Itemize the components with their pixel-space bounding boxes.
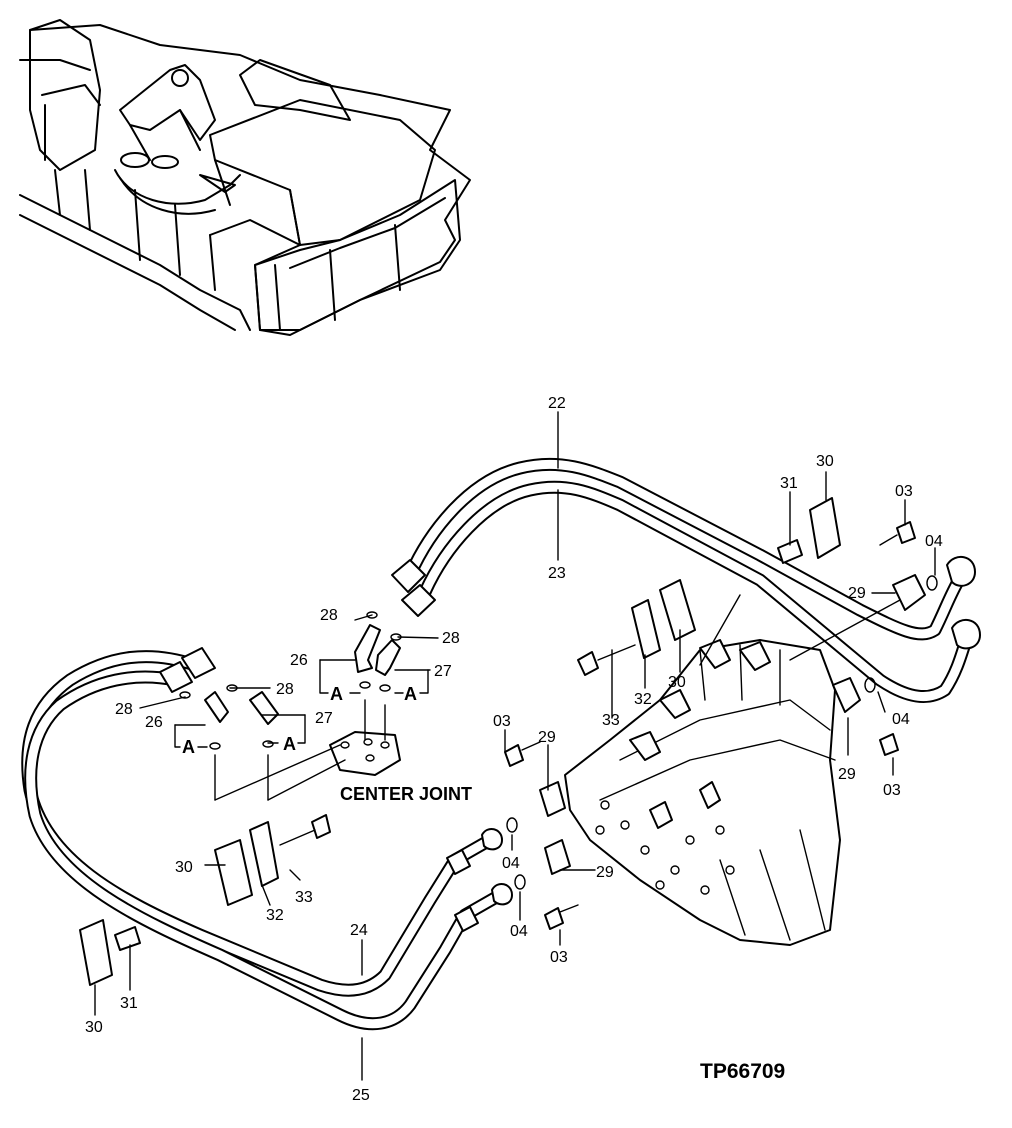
machine-upperstructure	[19, 19, 471, 336]
callout-31-left: 31	[120, 995, 138, 1012]
callout-27-b: 27	[315, 710, 333, 727]
callout-brackets	[174, 659, 431, 748]
hose-fittings-upper	[391, 556, 981, 650]
callout-31-top: 31	[780, 475, 798, 492]
callout-03-left: 03	[493, 713, 511, 730]
callout-33-mid: 33	[602, 712, 620, 729]
callout-30-bottom: 30	[85, 1019, 103, 1036]
center-joint-label: CENTER JOINT	[340, 784, 472, 804]
callout-28-a: 28	[320, 607, 338, 624]
callout-23: 23	[548, 565, 566, 582]
callout-32-mid: 32	[634, 691, 652, 708]
hose-22	[403, 457, 967, 641]
callout-30-left: 30	[175, 859, 193, 876]
callout-03-right: 03	[883, 782, 901, 799]
callout-27-a: 27	[434, 663, 452, 680]
hose-25	[24, 670, 507, 1031]
callout-24: 24	[350, 922, 368, 939]
callout-30-mid: 30	[668, 674, 686, 691]
callout-04-right: 04	[892, 711, 910, 728]
callout-28-c: 28	[276, 681, 294, 698]
callout-labels: 22 23 30 31 03 04 29 28 28 26 27 28 28 2…	[85, 395, 943, 1104]
callout-28-d: 28	[115, 701, 133, 718]
callout-03-top: 03	[895, 483, 913, 500]
callout-29-lower: 29	[596, 864, 614, 881]
callout-22: 22	[548, 395, 566, 412]
elbow-fittings	[179, 611, 402, 750]
callout-29-right: 29	[838, 766, 856, 783]
callout-04-top: 04	[925, 533, 943, 550]
center-joint	[214, 699, 401, 801]
view-marker-a2: A	[404, 684, 417, 704]
callout-26-a: 26	[290, 652, 308, 669]
leader-lines	[94, 411, 936, 1081]
clamps-and-plates	[79, 497, 841, 986]
view-marker-a1: A	[330, 684, 343, 704]
hose-fittings-lower	[159, 647, 513, 932]
callout-04-lower-a: 04	[502, 855, 520, 872]
figure-id: TP66709	[700, 1060, 785, 1083]
hose-23	[418, 480, 973, 704]
callout-28-b: 28	[442, 630, 460, 647]
view-marker-a4: A	[283, 734, 296, 754]
callout-03-lower: 03	[550, 949, 568, 966]
callout-29-top: 29	[848, 585, 866, 602]
callout-26-b: 26	[145, 714, 163, 731]
callout-29-left: 29	[538, 729, 556, 746]
callout-25: 25	[352, 1087, 370, 1104]
callout-33-left: 33	[295, 889, 313, 906]
callout-30-top: 30	[816, 453, 834, 470]
flanges-and-bolts	[504, 521, 938, 930]
view-marker-a3: A	[182, 737, 195, 757]
callout-32-left: 32	[266, 907, 284, 924]
control-valve	[564, 639, 841, 946]
callout-04-lower-b: 04	[510, 923, 528, 940]
